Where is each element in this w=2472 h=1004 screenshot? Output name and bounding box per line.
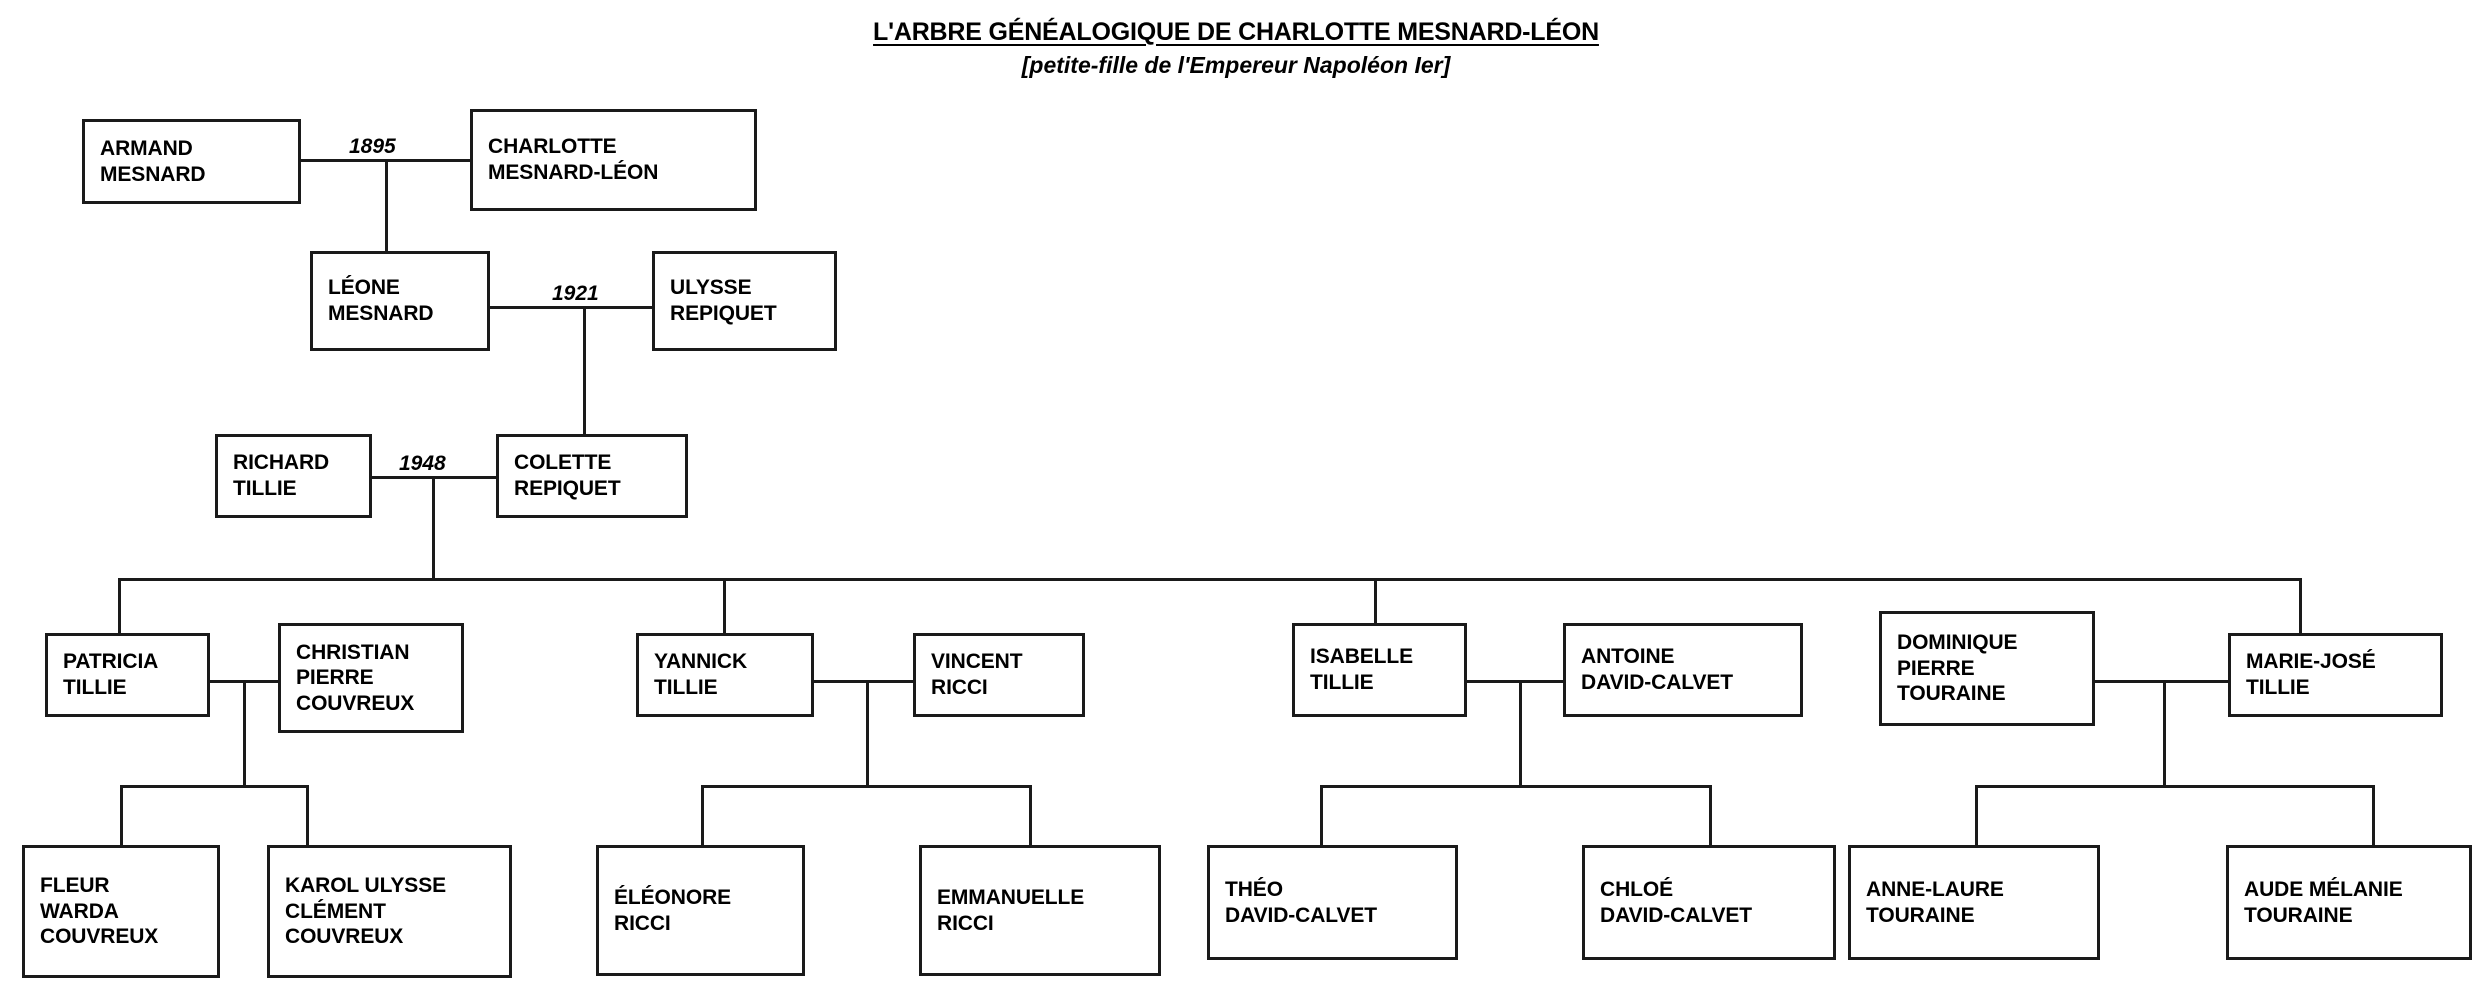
person-name-dominique-pierre-touraine: DOMINIQUE PIERRE TOURAINE — [1897, 631, 2018, 706]
person-box-patricia-tillie[interactable]: PATRICIA TILLIE — [45, 633, 210, 717]
child-drop-emmanuelle — [1029, 785, 1032, 845]
sibling-drop-patricia — [118, 578, 121, 633]
person-name-yannick-tillie: YANNICK TILLIE — [654, 650, 748, 699]
children-bus-couple-1 — [120, 785, 309, 788]
page-subtitle-text: [petite-fille de l'Empereur Napoléon Ier… — [1021, 52, 1451, 78]
child-drop-theo — [1320, 785, 1323, 845]
child-drop-eleonore — [701, 785, 704, 845]
sibling-drop-marie-jose — [2299, 578, 2302, 633]
child-drop-anne-laure — [1975, 785, 1978, 845]
person-name-marie-jose-tillie: MARIE-JOSÉ TILLIE — [2246, 650, 2376, 699]
person-name-colette-repiquet: COLETTE REPIQUET — [514, 451, 621, 500]
descent-line-couple-1 — [243, 680, 246, 786]
person-name-aude-melanie-touraine: AUDE MÉLANIE TOURAINE — [2244, 877, 2403, 927]
person-name-anne-laure-touraine: ANNE-LAURE TOURAINE — [1866, 877, 2004, 927]
person-name-patricia-tillie: PATRICIA TILLIE — [63, 650, 159, 699]
person-name-emmanuelle-ricci: EMMANUELLE RICCI — [937, 885, 1085, 935]
person-box-ulysse-repiquet[interactable]: ULYSSE REPIQUET — [652, 251, 837, 351]
diagram-title-block: L'ARBRE GÉNÉALOGIQUE DE CHARLOTTE MESNAR… — [0, 18, 2472, 79]
person-name-karol-ulysse-clement-couvreux: KAROL ULYSSE CLÉMENT COUVREUX — [285, 874, 447, 949]
person-name-christian-pierre-couvreux: CHRISTIAN PIERRE COUVREUX — [296, 640, 415, 715]
sibling-drop-yannick — [723, 578, 726, 633]
descent-line-couple-4 — [2163, 680, 2166, 786]
person-name-richard-tillie: RICHARD TILLIE — [233, 451, 330, 500]
person-box-anne-laure-touraine[interactable]: ANNE-LAURE TOURAINE — [1848, 845, 2100, 960]
sibling-bus-g4 — [118, 578, 2302, 581]
person-name-theo-david-calvet: THÉO DAVID-CALVET — [1225, 877, 1378, 927]
descent-line-g3-g4 — [432, 476, 435, 579]
person-box-emmanuelle-ricci[interactable]: EMMANUELLE RICCI — [919, 845, 1161, 976]
child-drop-aude — [2372, 785, 2375, 845]
children-bus-couple-4 — [1975, 785, 2375, 788]
marriage-year-1895: 1895 — [346, 135, 399, 159]
person-box-theo-david-calvet[interactable]: THÉO DAVID-CALVET — [1207, 845, 1458, 960]
person-box-armand-mesnard[interactable]: ARMAND MESNARD — [82, 119, 301, 204]
person-box-fleur-warda-couvreux[interactable]: FLEUR WARDA COUVREUX — [22, 845, 220, 978]
person-box-marie-jose-tillie[interactable]: MARIE-JOSÉ TILLIE — [2228, 633, 2443, 717]
person-name-eleonore-ricci: ÉLÉONORE RICCI — [614, 885, 732, 935]
marriage-line-couple-3 — [1466, 680, 1566, 683]
person-box-richard-tillie[interactable]: RICHARD TILLIE — [215, 434, 372, 518]
person-name-isabelle-tillie: ISABELLE TILLIE — [1310, 645, 1414, 694]
person-name-chloe-david-calvet: CHLOÉ DAVID-CALVET — [1600, 877, 1753, 927]
marriage-year-1948: 1948 — [396, 452, 449, 476]
person-name-leone-mesnard: LÉONE MESNARD — [328, 276, 434, 325]
marriage-line-couple-2 — [810, 680, 916, 683]
child-drop-fleur — [120, 785, 123, 845]
person-box-isabelle-tillie[interactable]: ISABELLE TILLIE — [1292, 623, 1467, 717]
person-box-dominique-pierre-touraine[interactable]: DOMINIQUE PIERRE TOURAINE — [1879, 611, 2095, 726]
descent-line-couple-2 — [866, 680, 869, 786]
marriage-year-1921: 1921 — [549, 282, 602, 306]
person-box-karol-ulysse-clement-couvreux[interactable]: KAROL ULYSSE CLÉMENT COUVREUX — [267, 845, 512, 978]
person-box-leone-mesnard[interactable]: LÉONE MESNARD — [310, 251, 490, 351]
children-bus-couple-2 — [701, 785, 1032, 788]
person-box-eleonore-ricci[interactable]: ÉLÉONORE RICCI — [596, 845, 805, 976]
person-box-antoine-david-calvet[interactable]: ANTOINE DAVID-CALVET — [1563, 623, 1803, 717]
person-box-aude-melanie-touraine[interactable]: AUDE MÉLANIE TOURAINE — [2226, 845, 2472, 960]
page-subtitle: [petite-fille de l'Empereur Napoléon Ier… — [0, 52, 2472, 79]
marriage-line-g2 — [489, 306, 653, 309]
person-name-antoine-david-calvet: ANTOINE DAVID-CALVET — [1581, 645, 1734, 694]
person-name-ulysse-repiquet: ULYSSE REPIQUET — [670, 276, 777, 325]
person-name-armand-mesnard: ARMAND MESNARD — [100, 136, 206, 186]
person-box-vincent-ricci[interactable]: VINCENT RICCI — [913, 633, 1085, 717]
person-box-charlotte-mesnard-leon[interactable]: CHARLOTTE MESNARD-LÉON — [470, 109, 757, 211]
person-box-christian-pierre-couvreux[interactable]: CHRISTIAN PIERRE COUVREUX — [278, 623, 464, 733]
marriage-line-couple-4 — [2095, 680, 2229, 683]
person-name-vincent-ricci: VINCENT RICCI — [931, 650, 1023, 699]
child-drop-chloe — [1709, 785, 1712, 845]
person-box-chloe-david-calvet[interactable]: CHLOÉ DAVID-CALVET — [1582, 845, 1836, 960]
sibling-drop-isabelle — [1374, 578, 1377, 633]
person-box-colette-repiquet[interactable]: COLETTE REPIQUET — [496, 434, 688, 518]
person-name-charlotte-mesnard-leon: CHARLOTTE MESNARD-LÉON — [488, 135, 659, 184]
descent-line-g1-g2 — [385, 159, 388, 251]
person-box-yannick-tillie[interactable]: YANNICK TILLIE — [636, 633, 814, 717]
child-drop-karol — [306, 785, 309, 845]
children-bus-couple-3 — [1320, 785, 1712, 788]
descent-line-couple-3 — [1519, 680, 1522, 786]
descent-line-g2-g3 — [583, 306, 586, 435]
person-name-fleur-warda-couvreux: FLEUR WARDA COUVREUX — [40, 874, 159, 949]
page-title: L'ARBRE GÉNÉALOGIQUE DE CHARLOTTE MESNAR… — [873, 18, 1599, 46]
